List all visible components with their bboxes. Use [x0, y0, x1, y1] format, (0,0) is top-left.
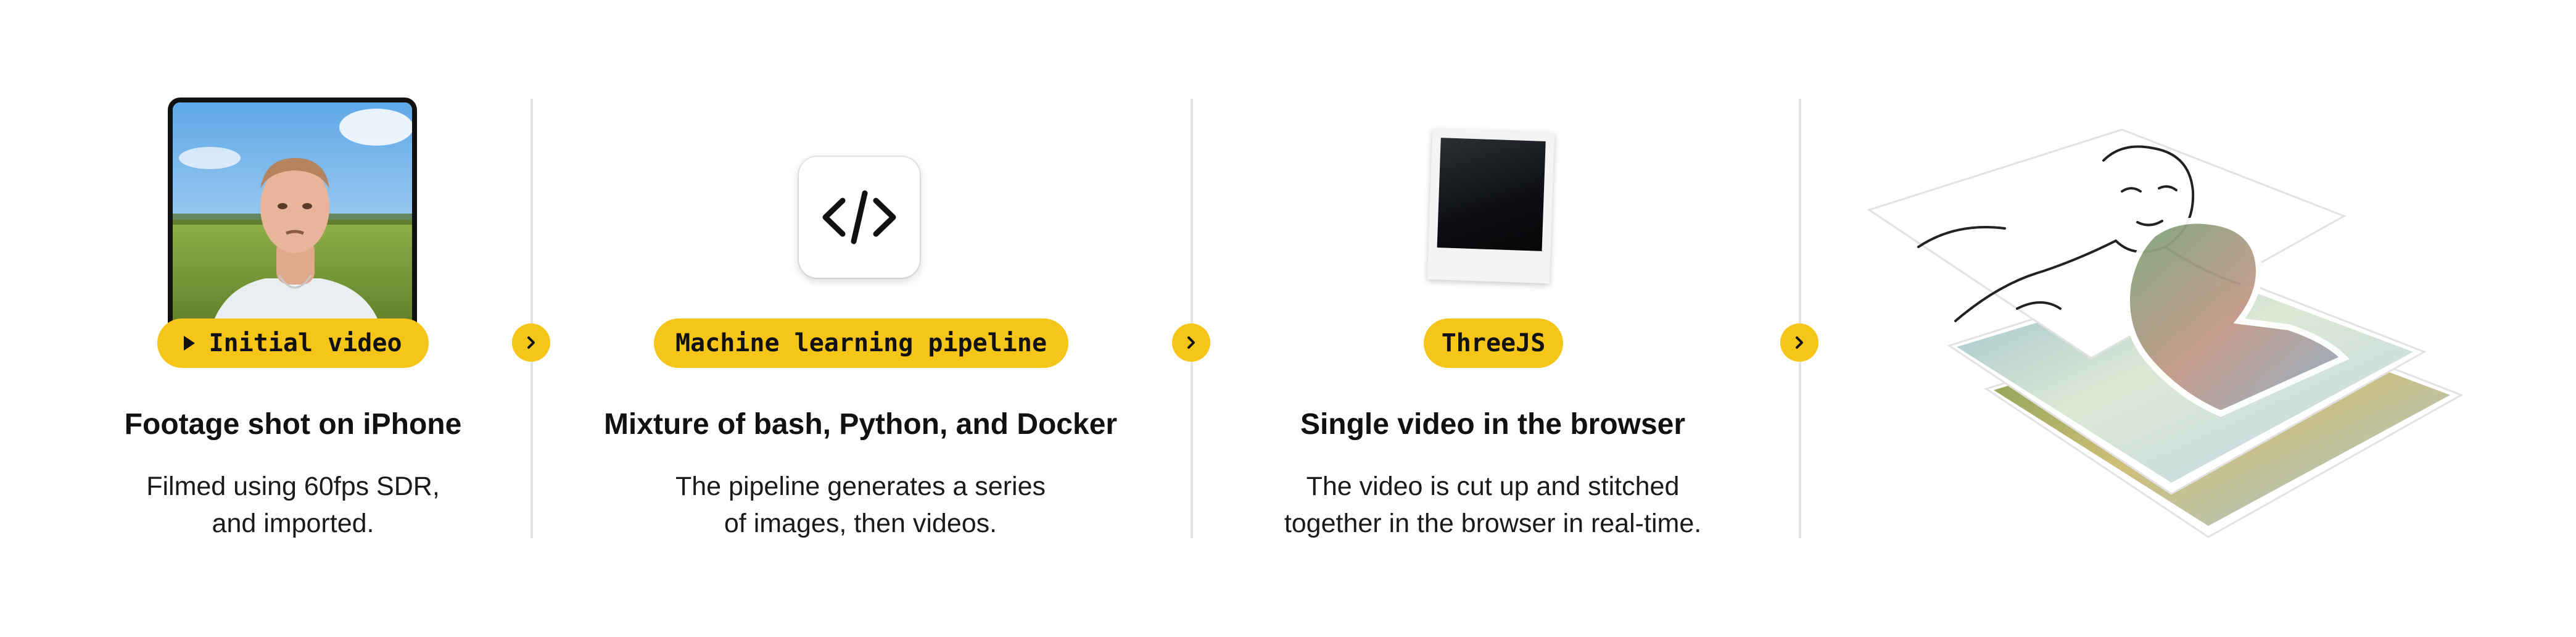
next-arrow-button[interactable]	[1780, 323, 1818, 362]
stage-initial-video: Initial video Footage shot on iPhone Fil…	[0, 0, 580, 637]
stage-title: Single video in the browser	[1300, 408, 1686, 441]
next-arrow-button[interactable]	[1172, 323, 1210, 362]
description-line: Filmed using 60fps SDR,	[146, 472, 440, 501]
play-icon	[184, 336, 196, 351]
stage-description: The pipeline generates a series of image…	[543, 468, 1178, 542]
chevron-right-icon	[1796, 336, 1803, 349]
divider	[530, 99, 533, 538]
stage-threejs: ThreeJS Single video in the browser The …	[1209, 0, 1777, 637]
polaroid-frame	[1427, 128, 1555, 284]
stage-title: Footage shot on iPhone	[124, 408, 462, 441]
next-arrow-button[interactable]	[512, 323, 550, 362]
code-tile	[799, 157, 920, 278]
pill-ml-pipeline[interactable]: Machine learning pipeline	[654, 318, 1068, 368]
code-icon	[822, 190, 896, 244]
description-line: and imported.	[212, 509, 374, 538]
pill-label: Machine learning pipeline	[675, 329, 1047, 357]
pill-initial-video[interactable]: Initial video	[157, 318, 429, 368]
dark-video-frame	[1437, 138, 1546, 251]
divider	[1191, 99, 1193, 538]
description-line: of images, then videos.	[724, 509, 997, 538]
description-line: The video is cut up and stitched	[1306, 472, 1680, 501]
pill-label: Initial video	[208, 329, 402, 357]
pill-threejs[interactable]: ThreeJS	[1424, 318, 1563, 368]
stage-description: The video is cut up and stitched togethe…	[1209, 468, 1777, 542]
chevron-right-icon	[527, 336, 535, 349]
stage-description: Filmed using 60fps SDR, and imported.	[0, 468, 586, 542]
chevron-right-icon	[1187, 336, 1195, 349]
video-preview-image	[173, 102, 412, 327]
pill-label: ThreeJS	[1441, 329, 1546, 357]
layered-frames-illustration	[1857, 123, 2474, 556]
video-thumbnail[interactable]	[168, 98, 417, 327]
description-line: The pipeline generates a series	[675, 472, 1046, 501]
stage-ml-pipeline: Machine learning pipeline Mixture of bas…	[543, 0, 1172, 637]
stage-title: Mixture of bash, Python, and Docker	[603, 408, 1118, 441]
layer-stack-graphic	[1867, 128, 2464, 538]
description-line: together in the browser in real-time.	[1284, 509, 1702, 538]
divider	[1799, 99, 1801, 538]
